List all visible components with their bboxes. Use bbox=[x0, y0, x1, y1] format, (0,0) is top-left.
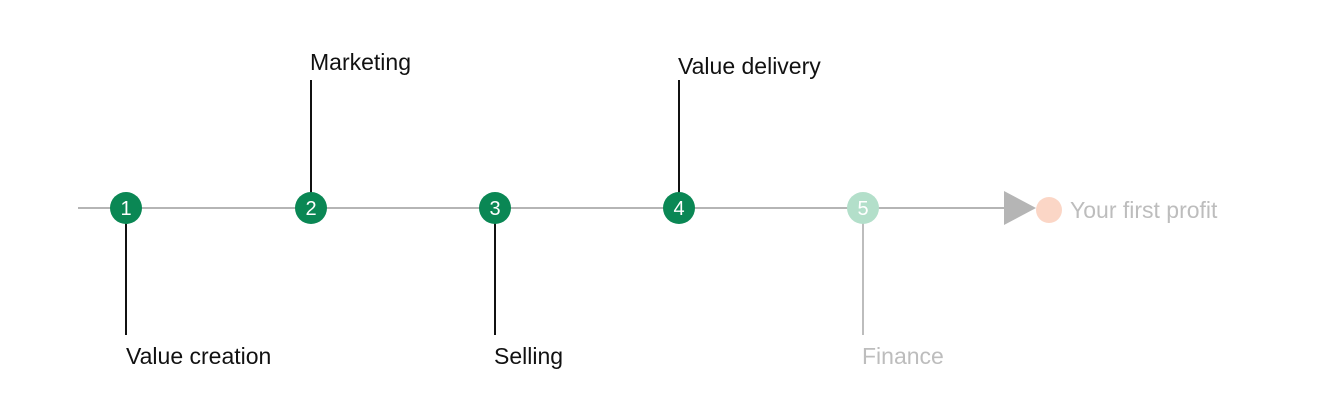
step-4-label: Value delivery bbox=[678, 53, 821, 79]
step-2-number: 2 bbox=[305, 198, 316, 220]
step-1-marker bbox=[110, 192, 142, 224]
step-2-marker bbox=[295, 192, 327, 224]
step-5-label: Finance bbox=[862, 343, 944, 369]
step-3-marker bbox=[479, 192, 511, 224]
step-5-number: 5 bbox=[857, 198, 868, 220]
step-3-label: Selling bbox=[494, 343, 564, 369]
goal-dot bbox=[1036, 197, 1062, 223]
step-1-label: Value creation bbox=[126, 343, 272, 369]
arrow-head-icon bbox=[1004, 191, 1036, 225]
step-5-marker bbox=[847, 192, 879, 224]
goal-label: Your first profit bbox=[1070, 197, 1218, 223]
step-1-number: 1 bbox=[120, 198, 131, 220]
step-4-number: 4 bbox=[673, 198, 684, 220]
step-4-marker bbox=[663, 192, 695, 224]
step-3-number: 3 bbox=[489, 198, 500, 220]
step-2-label: Marketing bbox=[310, 49, 411, 75]
